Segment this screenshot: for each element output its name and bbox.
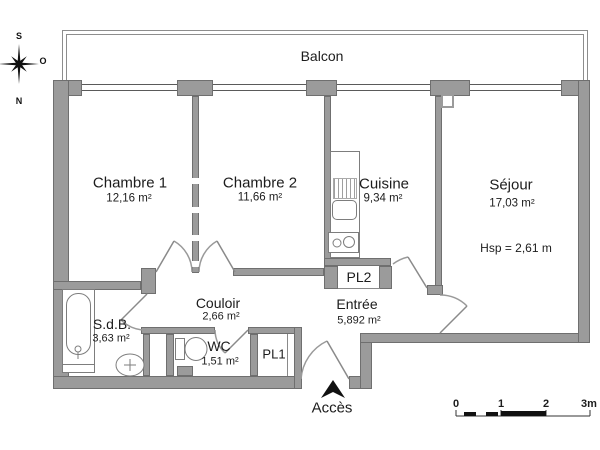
scale-tick-2: 2 [542,398,550,410]
wall-bottom [53,376,301,389]
wall-chambre-divider [192,96,199,273]
compass-west-label: O [39,56,46,66]
wall [294,327,302,389]
compass-rose-icon: S O N [0,31,47,106]
wall-pl2-pier [324,266,338,289]
closet-label-pl1: PL1 [262,346,286,362]
door-chambre1 [155,240,193,273]
scale-bar [455,410,591,417]
scale-tick-3m: 3m [581,398,597,410]
pl2-front-line [338,288,380,289]
wall [177,80,213,96]
wall [360,342,372,389]
door-cuisine [392,256,428,289]
window [337,84,430,91]
room-area-entree: 5,892 m² [337,314,381,327]
compass-north-label: N [16,96,23,106]
wall-sdb-top [53,281,141,290]
door-sejour [439,294,468,334]
wall-pl2-pier [379,266,392,289]
room-area-wc: 1,51 m² [201,355,239,368]
wall-cuisine-bottom [324,258,391,266]
access-label: Accès [311,399,353,417]
room-area-chambre1: 12,16 m² [106,192,152,205]
balcony-outline-outer [62,30,588,88]
wall-dash-gap [190,178,201,184]
window [82,84,177,91]
wall [427,285,443,295]
wall-right [578,80,590,343]
room-label-wc: WC [207,338,231,354]
wall-couloir [233,268,324,276]
kitchen-drainer-icon [333,178,357,199]
wall [166,334,174,376]
washbasin-cross [124,359,136,371]
door-entrance [300,340,350,380]
scale-tick-1: 1 [497,398,505,410]
pl1-door-line [287,334,288,376]
wall-bottom [360,333,590,343]
kitchen-sink-icon [332,200,357,220]
room-label-chambre2: Chambre 2 [222,174,298,192]
scale-tick-0: 0 [452,398,460,410]
duct-notch [441,94,454,108]
window [213,84,306,91]
wall [435,96,442,295]
wall [141,268,156,294]
wc-duct [177,366,193,376]
wall-pl1-left [250,334,258,376]
wall-dash-gap [190,207,201,213]
wall-dash-gap [190,261,201,267]
room-label-entree: Entrée [336,296,378,312]
window [470,84,561,91]
wall [306,80,337,96]
room-note-sejour: Hsp = 2,61 m [480,241,552,255]
washbasin-icon [115,353,145,377]
balcony-outline-inner [66,34,584,88]
closet-label-pl2: PL2 [346,269,372,285]
access-arrow-icon [321,380,345,398]
room-label-couloir: Couloir [195,295,241,311]
bathtub-inner [66,293,91,355]
room-label-chambre1: Chambre 1 [92,174,168,192]
wall [143,334,150,376]
room-area-sejour: 17,03 m² [489,197,535,210]
room-area-cuisine: 9,34 m² [363,192,403,205]
stove-icon [328,232,359,253]
room-label-sdb: S.d.B. [92,316,132,332]
room-area-sdb: 3,63 m² [92,332,130,345]
balcony-label: Balcon [300,48,344,64]
wall-dash-gap [190,235,201,241]
door-chambre2 [198,240,236,273]
room-area-chambre2: 11,66 m² [237,191,283,204]
room-area-couloir: 2,66 m² [202,310,240,323]
toilet-tank [175,338,185,360]
room-label-sejour: Séjour [489,176,533,194]
wall-wc-top [141,327,215,334]
room-label-cuisine: Cuisine [358,175,410,193]
compass-south-label: S [16,31,22,41]
bathtub-ledge [62,364,95,373]
